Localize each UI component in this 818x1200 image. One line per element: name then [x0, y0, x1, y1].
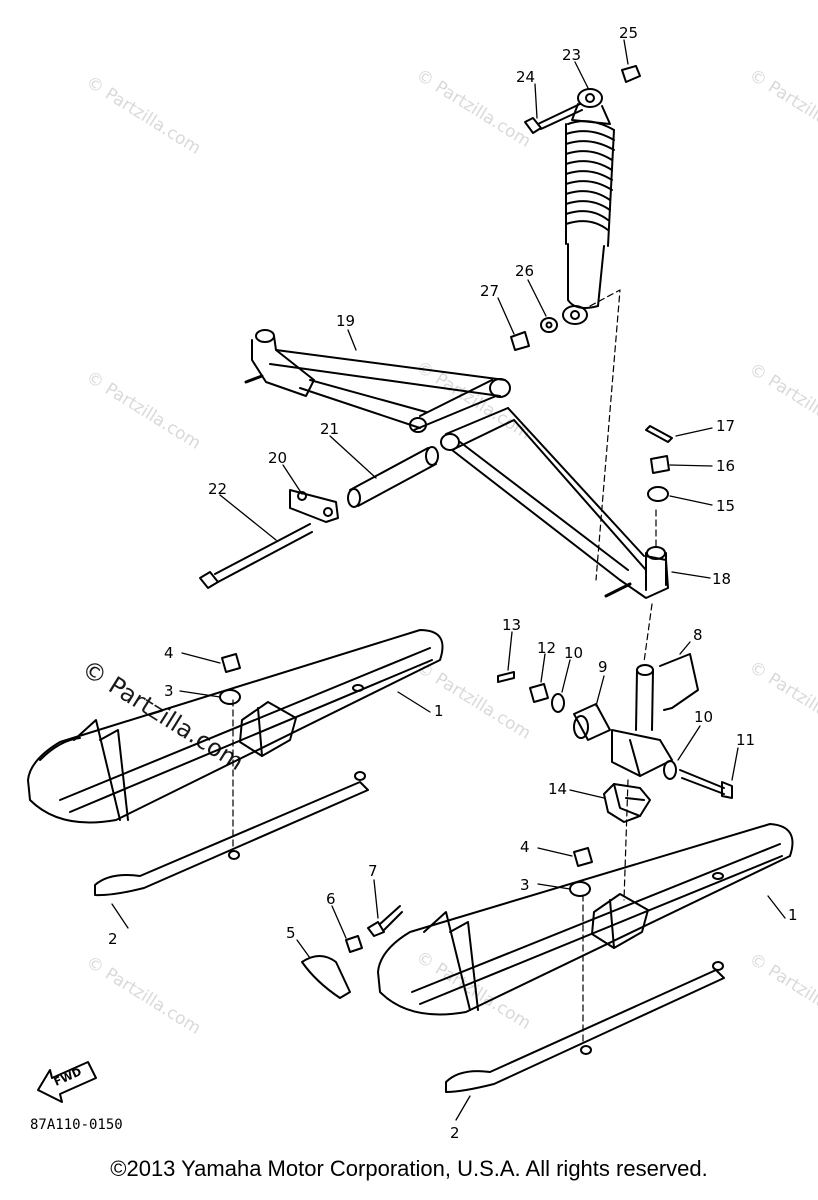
callout-18: 18 [712, 570, 731, 588]
runner-right [445, 961, 725, 1093]
watermark-text: © Partzilla.com [82, 367, 204, 453]
washer-15 [647, 486, 669, 502]
watermark-text: © Partzilla.com [82, 72, 204, 158]
callout-3-left: 3 [164, 682, 174, 700]
callout-4-right: 4 [520, 838, 530, 856]
callout-27: 27 [480, 282, 499, 300]
callout-23: 23 [562, 46, 581, 64]
callout-20: 20 [268, 449, 287, 467]
shaft-21 [347, 446, 439, 508]
upper-a-arm [244, 329, 511, 433]
grommet-6 [345, 935, 363, 953]
nut-16 [650, 455, 670, 474]
diagram-code: 87A110-0150 [30, 1117, 123, 1133]
callout-22: 22 [208, 480, 227, 498]
watermark-text: © Partzilla.com [82, 952, 204, 1038]
washer-26 [540, 317, 558, 333]
callout-15: 15 [716, 497, 735, 515]
callout-10-upper: 10 [564, 644, 583, 662]
bolt-22 [199, 523, 313, 589]
callout-21: 21 [320, 420, 339, 438]
watermark-text: © Partzilla.com [745, 65, 818, 151]
callout-2-right: 2 [450, 1124, 460, 1142]
callout-1-right: 1 [788, 906, 798, 924]
ski-left [27, 629, 444, 824]
alignment-lines [232, 289, 657, 1046]
callout-6: 6 [326, 890, 336, 908]
leader-lines [111, 39, 786, 1121]
callout-1-left: 1 [434, 702, 444, 720]
bolt-24 [524, 103, 583, 134]
callout-13: 13 [502, 616, 521, 634]
plate-20 [289, 489, 339, 523]
callout-19: 19 [336, 312, 355, 330]
copyright-notice: ©2013 Yamaha Motor Corporation, U.S.A. A… [110, 1156, 708, 1181]
callout-2-left: 2 [108, 930, 118, 948]
rubber-14 [603, 783, 651, 823]
callout-10-lower: 10 [694, 708, 713, 726]
callout-8: 8 [693, 626, 703, 644]
screw-7 [367, 905, 403, 937]
lower-a-arm [440, 407, 669, 599]
ski-right [377, 823, 794, 1016]
watermark-text: © Partzilla.com [745, 949, 818, 1035]
cotter-pin-17 [645, 425, 673, 443]
pin-13 [497, 671, 515, 683]
callout-12: 12 [537, 639, 556, 657]
nut-27 [510, 331, 530, 351]
callout-9: 9 [598, 658, 608, 676]
runner-left [94, 771, 369, 897]
callout-4-left: 4 [164, 644, 174, 662]
shock-absorber [562, 88, 615, 325]
watermark-text: © Partzilla.com [745, 657, 818, 743]
nut-4b [573, 847, 593, 867]
callout-24: 24 [516, 68, 535, 86]
callout-16: 16 [716, 457, 735, 475]
spindle-8 [611, 653, 699, 777]
watermark-text: © Partzilla.com [412, 657, 534, 743]
fwd-arrow [37, 1061, 97, 1103]
callout-5: 5 [286, 924, 296, 942]
washer-10b [663, 760, 677, 780]
nut-4a [221, 653, 241, 673]
callout-7: 7 [368, 862, 378, 880]
bolt-11 [679, 769, 733, 799]
nut-25 [621, 65, 641, 83]
callout-26: 26 [515, 262, 534, 280]
callout-17: 17 [716, 417, 735, 435]
callout-25: 25 [619, 24, 638, 42]
watermarks: © Partzilla.com © Partzilla.com © Partzi… [77, 65, 818, 1038]
washer-3a [219, 689, 241, 705]
callouts: 25 23 24 26 27 19 21 20 22 17 16 15 18 1… [108, 24, 798, 1142]
callout-3-right: 3 [520, 876, 530, 894]
watermark-text: © Partzilla.com [745, 359, 818, 445]
washer-3b [569, 881, 591, 897]
callout-14: 14 [548, 780, 567, 798]
callout-11: 11 [736, 731, 755, 749]
washer-10a [551, 693, 565, 713]
nut-12 [529, 683, 549, 703]
ski-cap-5 [301, 955, 351, 999]
bushing-9 [573, 703, 611, 741]
